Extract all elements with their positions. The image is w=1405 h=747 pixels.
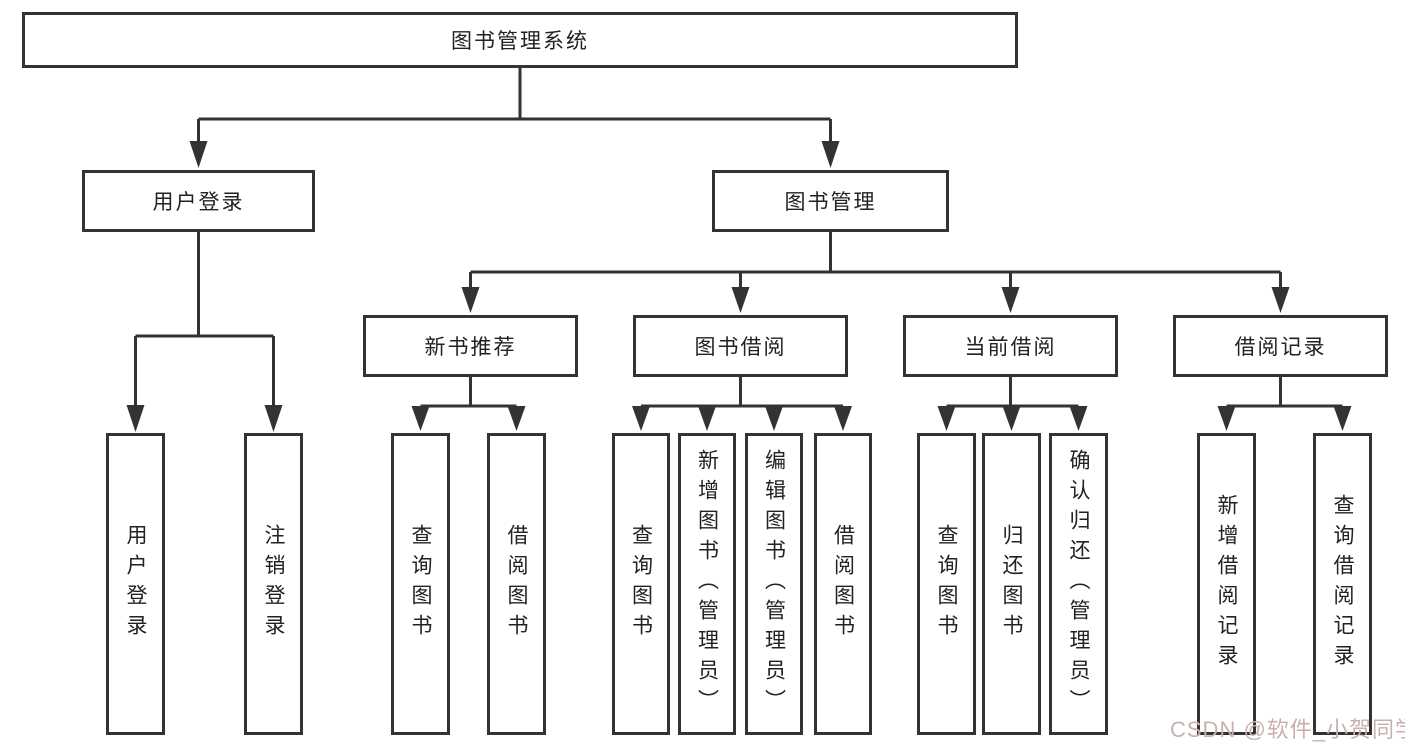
node-library-management-system: 图书管理系统 [22, 12, 1018, 68]
connector-records-rail [1225, 374, 1344, 414]
arrow-down-icon [264, 405, 283, 432]
arrow-down-icon [698, 406, 716, 431]
node-label: 注销登录 [262, 524, 285, 644]
node-label: 查询图书 [935, 524, 958, 644]
node-current-borrowing: 当前借阅 [903, 315, 1118, 377]
arrow-down-icon [411, 406, 430, 431]
connector-newbook-rail [419, 374, 518, 414]
node-user-login: 用户登录 [82, 170, 315, 232]
arrow-down-icon [821, 141, 840, 168]
node-label: 新增图书（管理员） [695, 449, 719, 719]
node-label: 借阅图书 [505, 524, 528, 644]
leaf-query-borrow-record: 查询借阅记录 [1313, 433, 1372, 735]
node-label: 新书推荐 [424, 336, 517, 359]
connector-level2-rail [197, 117, 832, 146]
leaf-return-books: 归还图书 [982, 433, 1041, 735]
arrow-down-icon [731, 287, 750, 313]
leaf-query-books: 查询图书 [917, 433, 976, 735]
arrowheads [126, 141, 1352, 432]
arrow-down-icon [126, 405, 145, 432]
csdn-watermark: CSDN @软件_小贺同学 [1170, 717, 1405, 742]
arrow-down-icon [632, 406, 650, 431]
node-label: 用户登录 [152, 191, 245, 214]
arrow-down-icon [1217, 406, 1236, 431]
node-label: 查询图书 [629, 524, 653, 644]
leaf-logout: 注销登录 [244, 433, 303, 735]
arrow-down-icon [189, 141, 208, 168]
node-borrowing-records: 借阅记录 [1173, 315, 1388, 377]
node-label: 归还图书 [1000, 524, 1023, 644]
arrow-down-icon [507, 406, 526, 431]
node-book-borrowing: 图书借阅 [633, 315, 848, 377]
arrow-down-icon [1069, 406, 1088, 431]
arrow-down-icon [461, 287, 480, 313]
node-label: 借阅图书 [831, 524, 855, 644]
arrow-down-icon [1002, 406, 1021, 431]
node-label: 图书借阅 [694, 336, 787, 359]
arrow-down-icon [1001, 287, 1020, 313]
arrow-down-icon [1271, 287, 1290, 313]
node-label: 借阅记录 [1234, 336, 1327, 359]
node-book-management: 图书管理 [712, 170, 949, 232]
node-label: 编辑图书（管理员） [762, 449, 786, 719]
leaf-add-borrow-record: 新增借阅记录 [1197, 433, 1256, 735]
node-label: 当前借阅 [964, 336, 1057, 359]
connector-login-rail [134, 334, 275, 412]
arrow-down-icon [1333, 406, 1352, 431]
leaf-borrow-books: 借阅图书 [814, 433, 872, 735]
connector-borrow-rail [639, 374, 845, 414]
leaf-borrow-books: 借阅图书 [487, 433, 546, 735]
arrow-down-icon [937, 406, 956, 431]
node-label: 用户登录 [124, 524, 147, 644]
node-label: 查询借阅记录 [1331, 494, 1354, 674]
leaf-add-books-admin: 新增图书（管理员） [678, 433, 736, 735]
leaf-user-login: 用户登录 [106, 433, 165, 735]
leaf-query-books: 查询图书 [391, 433, 450, 735]
node-new-book-recommend: 新书推荐 [363, 315, 578, 377]
node-label: 查询图书 [409, 524, 432, 644]
leaf-query-books: 查询图书 [612, 433, 670, 735]
connector-level3-rail [469, 270, 1282, 294]
leaf-edit-books-admin: 编辑图书（管理员） [745, 433, 803, 735]
arrow-down-icon [834, 406, 852, 431]
arrow-down-icon [765, 406, 783, 431]
node-label: 图书管理系统 [451, 30, 589, 53]
leaf-confirm-return-admin: 确认归还（管理员） [1049, 433, 1108, 735]
node-label: 新增借阅记录 [1215, 494, 1238, 674]
node-label: 图书管理 [784, 191, 877, 214]
node-label: 确认归还（管理员） [1067, 449, 1090, 719]
